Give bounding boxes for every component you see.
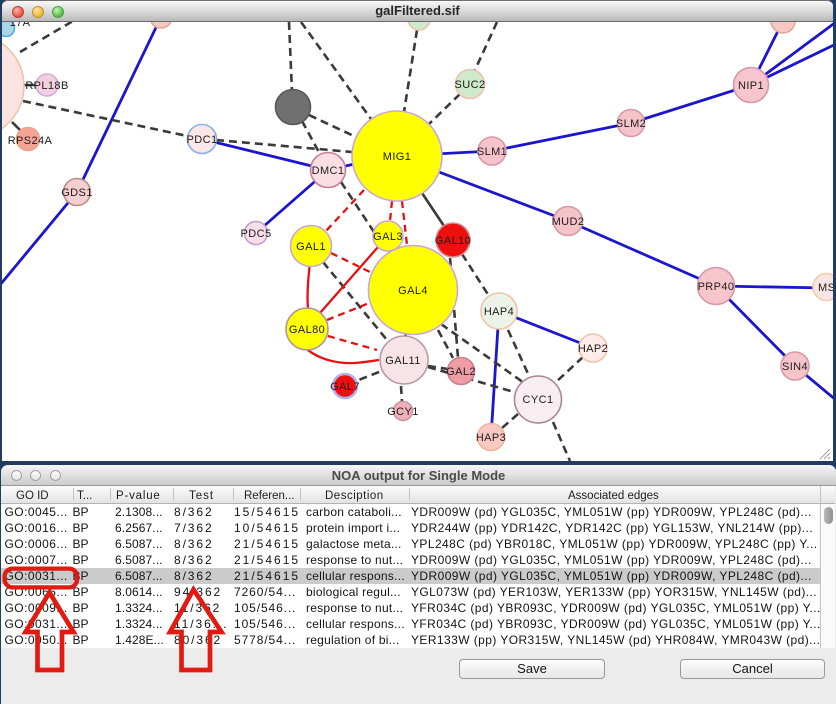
svg-text:GAL80: GAL80 [289, 324, 325, 336]
svg-text:HAP3: HAP3 [476, 432, 506, 444]
svg-text:CYC1: CYC1 [523, 394, 554, 406]
svg-text:HAP4: HAP4 [484, 306, 514, 318]
svg-text:MUD2: MUD2 [552, 216, 585, 228]
svg-text:PDC5: PDC5 [241, 228, 272, 240]
svg-text:RPS24A: RPS24A [8, 135, 53, 147]
svg-text:DMC1: DMC1 [312, 165, 345, 177]
svg-text:MIG1: MIG1 [383, 151, 412, 163]
svg-text:GAL3: GAL3 [373, 231, 403, 243]
svg-text:GAL10: GAL10 [435, 235, 471, 247]
svg-text:GAL1: GAL1 [296, 241, 326, 253]
svg-text:SLM1: SLM1 [477, 146, 507, 158]
svg-text:GAL2: GAL2 [446, 366, 476, 378]
svg-text:SIN4: SIN4 [782, 361, 808, 373]
svg-text:GCY1: GCY1 [387, 406, 419, 418]
svg-text:SLM2: SLM2 [616, 118, 646, 130]
svg-text:17A: 17A [10, 22, 31, 29]
svg-text:PRP40: PRP40 [698, 281, 735, 293]
svg-text:PDC1: PDC1 [187, 134, 218, 146]
svg-text:SUC2: SUC2 [455, 79, 486, 91]
svg-text:GAL11: GAL11 [385, 355, 420, 367]
svg-text:MSN: MSN [818, 282, 833, 294]
svg-text:GAL4: GAL4 [398, 285, 428, 297]
svg-text:NIP1: NIP1 [738, 80, 764, 92]
svg-text:RPL18B: RPL18B [25, 80, 68, 92]
svg-text:GAL7: GAL7 [330, 381, 360, 393]
svg-text:HAP2: HAP2 [578, 343, 608, 355]
svg-text:GDS1: GDS1 [61, 187, 93, 199]
